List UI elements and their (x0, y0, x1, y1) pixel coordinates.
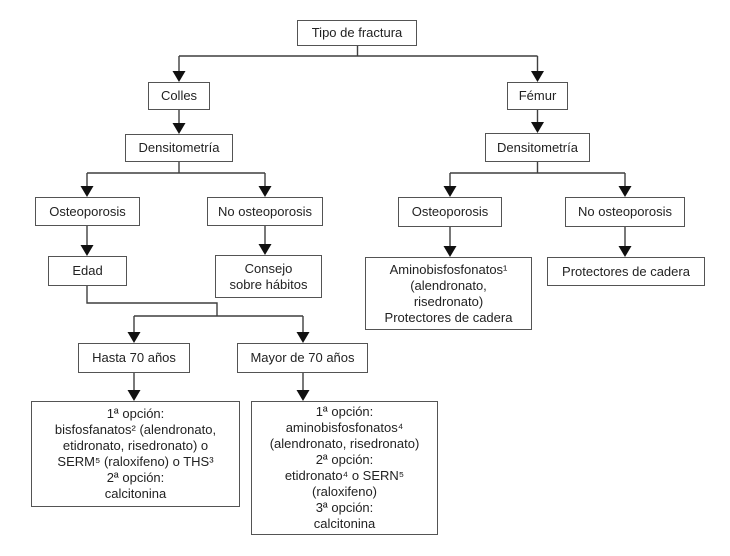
arrow-down-icon (296, 390, 310, 401)
node-osteoporosis-colles: Osteoporosis (35, 197, 140, 226)
arrow-down-icon (618, 246, 632, 257)
node-hasta-70-anos: Hasta 70 años (78, 343, 190, 373)
node-densitometria-femur: Densitometría (485, 133, 590, 162)
connector-densl-split (86, 162, 266, 186)
node-densitometria-colles: Densitometría (125, 134, 233, 162)
arrow-down-icon (80, 245, 94, 256)
arrow-down-icon (258, 244, 272, 255)
node-tratamiento-mayor-70: 1ª opción: aminobisfosfonatos⁴ (alendron… (251, 401, 438, 535)
connector-tipo-split (178, 46, 539, 72)
arrow-down-icon (172, 123, 186, 134)
arrow-down-icon (127, 390, 141, 401)
node-osteoporosis-femur: Osteoporosis (398, 197, 502, 227)
connector-edad-split (86, 286, 304, 332)
node-mayor-de-70-anos: Mayor de 70 años (237, 343, 368, 373)
arrow-down-icon (258, 186, 272, 197)
arrow-down-icon (531, 71, 544, 82)
arrow-down-icon (531, 122, 544, 133)
arrowheads (80, 71, 632, 401)
connector-densr-split (449, 162, 626, 186)
node-consejo-sobre-habitos: Consejo sobre hábitos (215, 255, 322, 298)
node-colles: Colles (148, 82, 210, 110)
node-aminobisfosfonatos: Aminobisfosfonatos¹ (alendronato, risedr… (365, 257, 532, 330)
arrow-down-icon (127, 332, 141, 343)
node-tipo-de-fractura: Tipo de fractura (297, 20, 417, 46)
arrow-down-icon (172, 71, 186, 82)
node-no-osteoporosis-femur: No osteoporosis (565, 197, 685, 227)
node-femur: Fémur (507, 82, 568, 110)
arrow-down-icon (443, 186, 457, 197)
node-no-osteoporosis-colles: No osteoporosis (207, 197, 323, 226)
node-edad: Edad (48, 256, 127, 286)
node-tratamiento-hasta-70: 1ª opción: bisfosfanatos² (alendronato, … (31, 401, 240, 507)
arrow-down-icon (296, 332, 310, 343)
arrow-down-icon (618, 186, 632, 197)
node-protectores-de-cadera: Protectores de cadera (547, 257, 705, 286)
arrow-down-icon (80, 186, 94, 197)
arrow-down-icon (443, 246, 457, 257)
